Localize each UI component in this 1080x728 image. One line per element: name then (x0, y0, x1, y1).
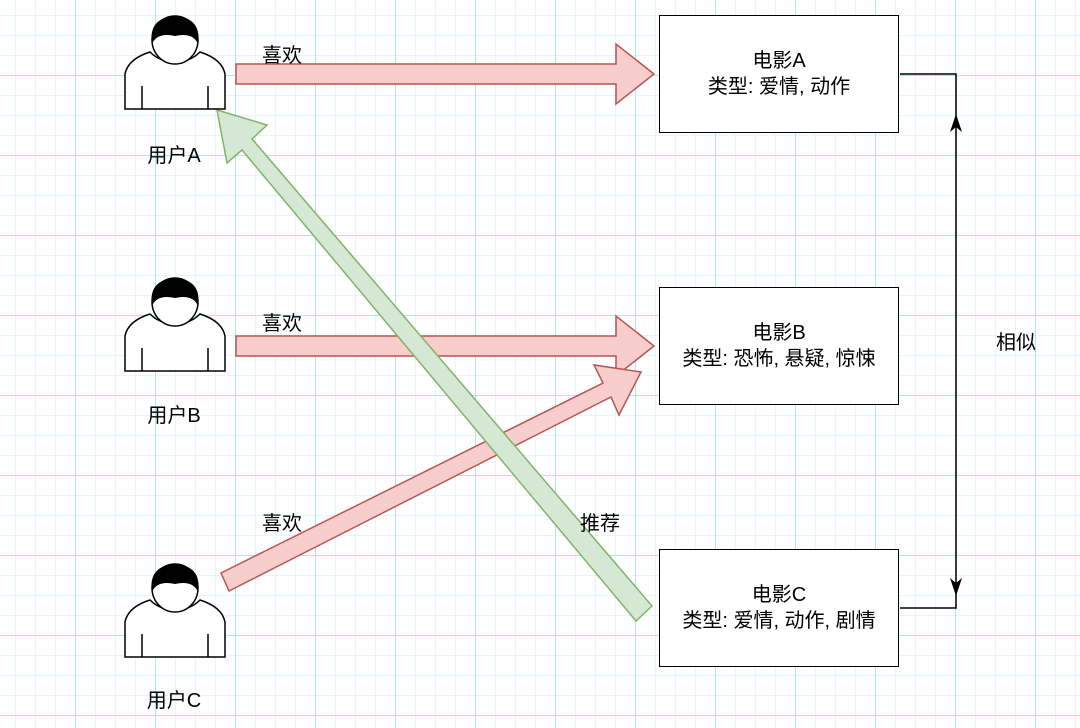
recommend-label: 推荐 (580, 513, 620, 535)
movie-title: 电影B (752, 322, 806, 344)
movie-title: 电影C (751, 584, 807, 606)
person-icon (124, 15, 226, 110)
recommend-arrow (216, 108, 654, 623)
person-icon (124, 563, 226, 658)
movie-c-node[interactable]: 电影C 类型: 爱情, 动作, 剧情 (659, 549, 899, 667)
like-label-b: 喜欢 (262, 313, 302, 335)
similar-label: 相似 (996, 332, 1036, 354)
movie-genre: 类型: 爱情, 动作 (707, 76, 851, 98)
like-arrow-user-a (235, 42, 656, 106)
like-arrow-user-c (220, 364, 643, 593)
like-label-c: 喜欢 (262, 513, 302, 535)
similar-arrow-up-icon (950, 114, 962, 132)
similar-connector (900, 73, 957, 609)
like-label-a: 喜欢 (262, 45, 302, 67)
movie-a-node[interactable]: 电影A 类型: 爱情, 动作 (659, 15, 899, 133)
movie-b-node[interactable]: 电影B 类型: 恐怖, 悬疑, 惊悚 (659, 287, 899, 405)
movie-title: 电影A (752, 50, 806, 72)
user-b-label: 用户B (147, 405, 201, 427)
user-c-label: 用户C (146, 690, 202, 712)
person-icon (124, 277, 226, 372)
movie-genre: 类型: 恐怖, 悬疑, 惊悚 (682, 348, 876, 370)
movie-genre: 类型: 爱情, 动作, 剧情 (682, 610, 876, 632)
user-a-label: 用户A (147, 145, 201, 167)
similar-arrow-down-icon (950, 578, 962, 596)
like-arrow-user-b (235, 314, 656, 378)
